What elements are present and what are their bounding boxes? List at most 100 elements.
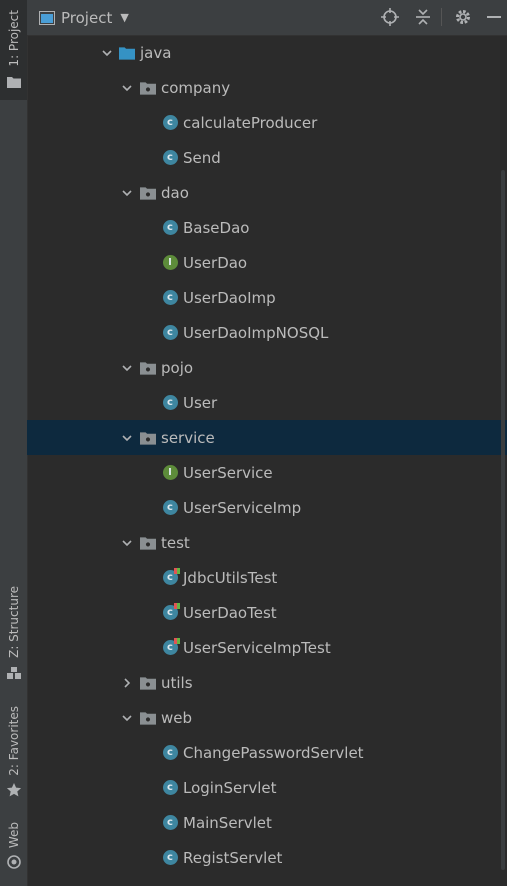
tree-file-row[interactable]: c RegistServlet	[27, 840, 507, 875]
web-tool-tab-label: Web	[6, 822, 21, 849]
tree-folder-row[interactable]: web	[27, 700, 507, 735]
tree-folder-row[interactable]: java	[27, 35, 507, 70]
tree-file-row[interactable]: c calculateProducer	[27, 105, 507, 140]
structure-tool-tab-label: Z: Structure	[6, 586, 21, 658]
structure-icon	[6, 664, 21, 683]
project-toolbar: Project ▼	[27, 0, 507, 36]
class-icon: c	[162, 745, 178, 761]
tree-item-label: UserServiceImpTest	[183, 638, 331, 657]
source-folder-icon	[119, 45, 135, 61]
project-view-title[interactable]: Project	[61, 8, 113, 27]
chevron-down-icon[interactable]	[120, 711, 134, 725]
tree-item-label: java	[140, 43, 172, 62]
tree-item-label: LoginServlet	[183, 778, 277, 797]
tree-item-label: pojo	[161, 358, 194, 377]
class-icon: c	[162, 850, 178, 866]
tree-file-row[interactable]: c Send	[27, 140, 507, 175]
project-tool-tab-label: 1: Project	[6, 10, 21, 67]
tree-file-row[interactable]: c MainServlet	[27, 805, 507, 840]
tree-file-row[interactable]: c BaseDao	[27, 210, 507, 245]
package-icon	[140, 80, 156, 96]
tree-folder-row[interactable]: pojo	[27, 350, 507, 385]
tree-item-label: BaseDao	[183, 218, 250, 237]
tree-item-label: UserDao	[183, 253, 248, 272]
class-icon: c	[162, 395, 178, 411]
tree-file-row[interactable]: c UserDaoImpNOSQL	[27, 315, 507, 350]
folder-icon	[6, 73, 21, 92]
tree-file-row[interactable]: c ChangePasswordServlet	[27, 735, 507, 770]
tree-folder-row[interactable]: service	[27, 420, 507, 455]
web-tool-tab[interactable]: Web	[0, 818, 27, 878]
tree-item-label: User	[183, 393, 218, 412]
favorites-tool-tab[interactable]: 2: Favorites	[0, 700, 27, 800]
star-icon	[6, 782, 22, 802]
interface-icon: I	[162, 465, 178, 481]
test-class-icon: c	[162, 568, 180, 586]
class-icon: c	[162, 325, 178, 341]
caret-down-icon[interactable]: ▼	[120, 11, 129, 24]
tree-item-label: service	[161, 428, 215, 447]
structure-tool-tab[interactable]: Z: Structure	[0, 580, 27, 680]
tree-folder-row[interactable]: dao	[27, 175, 507, 210]
chevron-right-icon[interactable]	[120, 676, 134, 690]
tree-item-label: MainServlet	[183, 813, 272, 832]
tree-item-label: UserDaoImp	[183, 288, 276, 307]
tree-item-label: utils	[161, 673, 193, 692]
tree-item-label: calculateProducer	[183, 113, 318, 132]
class-icon: c	[162, 500, 178, 516]
chevron-down-icon[interactable]	[120, 186, 134, 200]
class-icon: c	[162, 815, 178, 831]
chevron-down-icon[interactable]	[120, 361, 134, 375]
tree-file-row[interactable]: I UserDao	[27, 245, 507, 280]
minimize-icon[interactable]	[484, 7, 504, 27]
locate-icon[interactable]	[380, 7, 400, 27]
interface-icon: I	[162, 255, 178, 271]
project-view-icon	[39, 10, 55, 25]
project-tool-tab[interactable]: 1: Project	[0, 0, 27, 100]
package-icon	[140, 675, 156, 691]
gear-icon[interactable]	[453, 7, 473, 27]
tree-item-label: UserDaoTest	[183, 603, 277, 622]
tree-item-label: UserService	[183, 463, 273, 482]
test-class-icon: c	[162, 603, 180, 621]
test-class-icon: c	[162, 638, 180, 656]
collapse-all-icon[interactable]	[413, 7, 433, 27]
tree-folder-row[interactable]: company	[27, 70, 507, 105]
chevron-down-icon[interactable]	[120, 81, 134, 95]
globe-icon	[6, 854, 21, 873]
class-icon: c	[162, 220, 178, 236]
tree-item-label: ChangePasswordServlet	[183, 743, 364, 762]
class-icon: c	[162, 150, 178, 166]
tree-item-label: Send	[183, 148, 221, 167]
toolbar-divider	[441, 8, 442, 26]
vertical-scrollbar[interactable]	[501, 170, 505, 870]
class-icon: c	[162, 290, 178, 306]
tree-item-label: test	[161, 533, 190, 552]
tree-item-label: web	[161, 708, 193, 727]
chevron-down-icon[interactable]	[120, 536, 134, 550]
tree-file-row[interactable]: c User	[27, 385, 507, 420]
chevron-down-icon[interactable]	[120, 431, 134, 445]
tree-item-label: UserDaoImpNOSQL	[183, 323, 329, 342]
chevron-down-icon[interactable]	[100, 46, 114, 60]
tree-item-label: RegistServlet	[183, 848, 283, 867]
class-icon: c	[162, 115, 178, 131]
tree-item-label: dao	[161, 183, 189, 202]
class-icon: c	[162, 780, 178, 796]
package-icon	[140, 535, 156, 551]
tree-item-label: JdbcUtilsTest	[183, 568, 278, 587]
package-icon	[140, 710, 156, 726]
tree-item-label: company	[161, 78, 231, 97]
tree-file-row[interactable]: c UserDaoImp	[27, 280, 507, 315]
tree-folder-row[interactable]: test	[27, 525, 507, 560]
tree-file-row[interactable]: I UserService	[27, 455, 507, 490]
package-icon	[140, 430, 156, 446]
tool-window-strip: 1: Project Z: Structure 2: Favorites Web	[0, 0, 28, 886]
tree-folder-row[interactable]: utils	[27, 665, 507, 700]
tree-file-row[interactable]: c LoginServlet	[27, 770, 507, 805]
